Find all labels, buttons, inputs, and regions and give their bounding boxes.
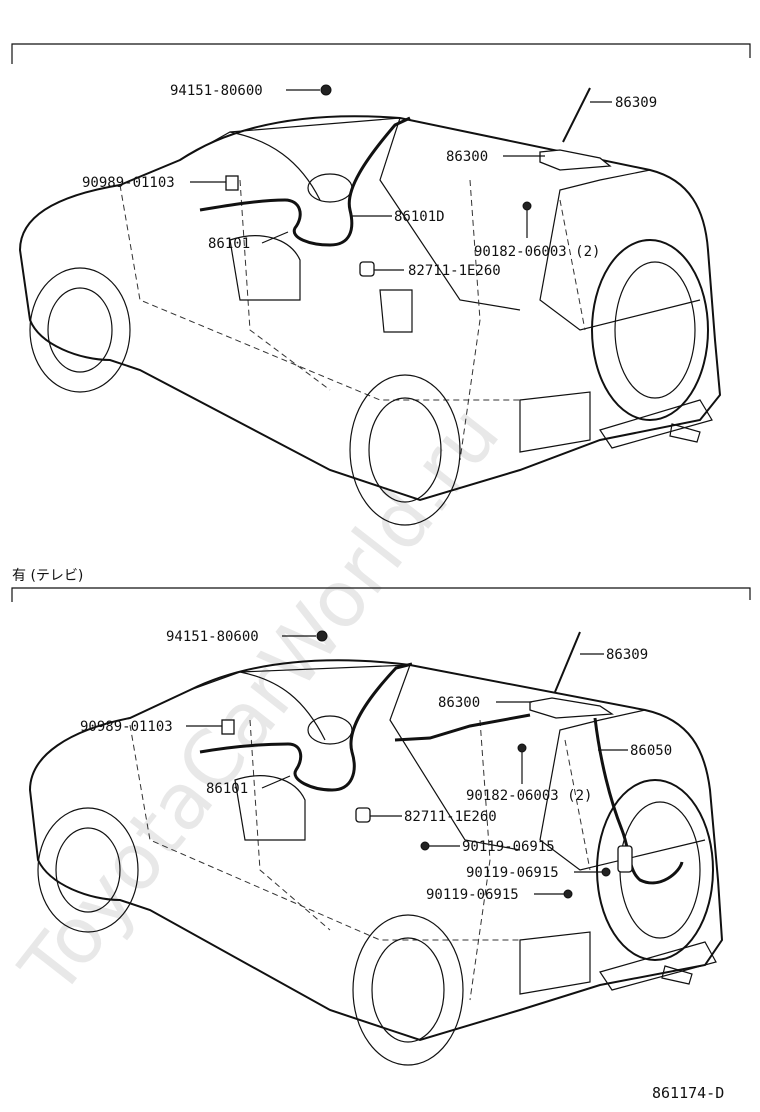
- tv-cable-front: [394, 713, 531, 742]
- label-86050: 86050: [630, 743, 672, 759]
- label-90182-06003-top: 90182-06003 (2): [474, 244, 600, 260]
- interior-dashed-c-bottom: [469, 719, 491, 1001]
- label-86309-top: 86309: [615, 95, 657, 111]
- label-94151-80600-top: 94151-80600: [170, 83, 263, 99]
- steering-wheel-top: [307, 173, 353, 203]
- front-wheel-top: [29, 267, 131, 393]
- label-86101-bottom: 86101: [206, 781, 248, 797]
- roof-front-line: [179, 117, 401, 161]
- windshield-line-bottom: [239, 671, 326, 741]
- tv-connector-rear: [617, 845, 633, 873]
- interior-dashed-a-bottom: [129, 724, 520, 941]
- label-82711-1e260-top: 82711-1E260: [408, 263, 501, 279]
- pillar-line-bottom: [389, 664, 521, 851]
- top-section-frame: [11, 43, 751, 64]
- label-86309-bottom: 86309: [606, 647, 648, 663]
- antenna-base-top: [539, 149, 612, 171]
- label-90989-01103-top: 90989-01103: [82, 175, 175, 191]
- antenna-mast-top: [562, 87, 591, 143]
- body-outline-bottom: [28, 659, 724, 1042]
- clip-90119-a: [420, 841, 430, 851]
- exhaust-bottom: [661, 965, 693, 985]
- top-section: 94151-80600 86309 86300 90989-01103 8610…: [11, 43, 751, 526]
- rear-window-outline: [539, 169, 701, 331]
- antenna-cable-top: [199, 116, 411, 247]
- vehicle-illustration-bottom: [28, 630, 724, 1066]
- rear-wheel-hub-top: [368, 397, 442, 503]
- rear-seat-part-top: [379, 289, 413, 333]
- antenna-base-bottom: [529, 697, 614, 719]
- label-86300-bottom: 86300: [438, 695, 480, 711]
- antenna-cable-bottom: [199, 662, 413, 792]
- label-86101d-top: 86101D: [394, 209, 445, 225]
- screw-90182-top: [522, 201, 532, 211]
- leader-86101-bottom: [261, 775, 291, 789]
- label-90119-06915-c: 90119-06915: [426, 887, 519, 903]
- interior-dashed-b: [239, 179, 331, 391]
- pillar-line: [379, 117, 521, 311]
- interior-dashed-d-bottom: [564, 739, 591, 871]
- clip-94151-bottom: [316, 630, 328, 642]
- rear-window-outline-bottom: [539, 709, 706, 871]
- rear-bumper-bottom: [599, 941, 717, 991]
- rear-wheel-bottom: [352, 914, 464, 1066]
- clamp-82711-top: [359, 261, 375, 277]
- connector-90989-bottom: [221, 719, 235, 735]
- connector-90989-top: [225, 175, 239, 191]
- label-90119-06915-b: 90119-06915: [466, 865, 559, 881]
- bottom-section: 有 (テレビ): [11, 568, 751, 1066]
- leader-86101-top: [261, 231, 289, 244]
- steering-wheel-bottom: [307, 715, 353, 745]
- spare-tire-top: [591, 239, 709, 421]
- clip-90119-c: [563, 889, 573, 899]
- front-wheel-hub-bottom: [55, 827, 121, 913]
- rear-wheel-hub-bottom: [371, 937, 445, 1043]
- front-seat-top: [229, 235, 301, 301]
- spare-tire-inner-top: [614, 261, 696, 399]
- front-wheel-hub-top: [47, 287, 113, 373]
- section-title-tv: 有 (テレビ): [12, 568, 83, 584]
- windshield-line: [229, 131, 321, 201]
- callouts-bottom: 94151-80600 86309 86300 90989-01103 8605…: [80, 629, 672, 903]
- rear-plate-area-bottom: [519, 931, 591, 995]
- exhaust-top: [669, 423, 701, 443]
- vehicle-illustration-top: [18, 84, 722, 526]
- interior-dashed-a: [119, 184, 520, 401]
- interior-dashed-b-bottom: [249, 719, 331, 931]
- screw-90182-bottom: [517, 743, 527, 753]
- callouts-top: 94151-80600 86309 86300 90989-01103 8610…: [82, 83, 657, 279]
- interior-dashed-d: [559, 199, 586, 331]
- clamp-82711-bottom: [355, 807, 371, 823]
- body-outline-top: [18, 115, 722, 502]
- label-86101-top: 86101: [208, 236, 250, 252]
- label-90989-01103-bottom: 90989-01103: [80, 719, 173, 735]
- clip-90119-b: [601, 867, 611, 877]
- spare-tire-bottom: [596, 779, 714, 961]
- interior-dashed-c: [459, 179, 481, 461]
- front-wheel-bottom: [37, 807, 139, 933]
- label-90182-06003-bottom: 90182-06003 (2): [466, 788, 592, 804]
- label-94151-80600-bottom: 94151-80600: [166, 629, 259, 645]
- label-90119-06915-a: 90119-06915: [462, 839, 555, 855]
- rear-bumper-top: [599, 399, 713, 449]
- label-82711-1e260-bottom: 82711-1E260: [404, 809, 497, 825]
- figure-reference: 861174-D: [652, 1084, 724, 1102]
- rear-plate-area-top: [519, 391, 591, 453]
- label-86300-top: 86300: [446, 149, 488, 165]
- antenna-mast-bottom: [554, 631, 581, 693]
- front-seat-bottom: [234, 775, 306, 841]
- bottom-section-frame: [11, 587, 751, 602]
- rear-wheel-top: [349, 374, 461, 526]
- clip-94151-top: [320, 84, 332, 96]
